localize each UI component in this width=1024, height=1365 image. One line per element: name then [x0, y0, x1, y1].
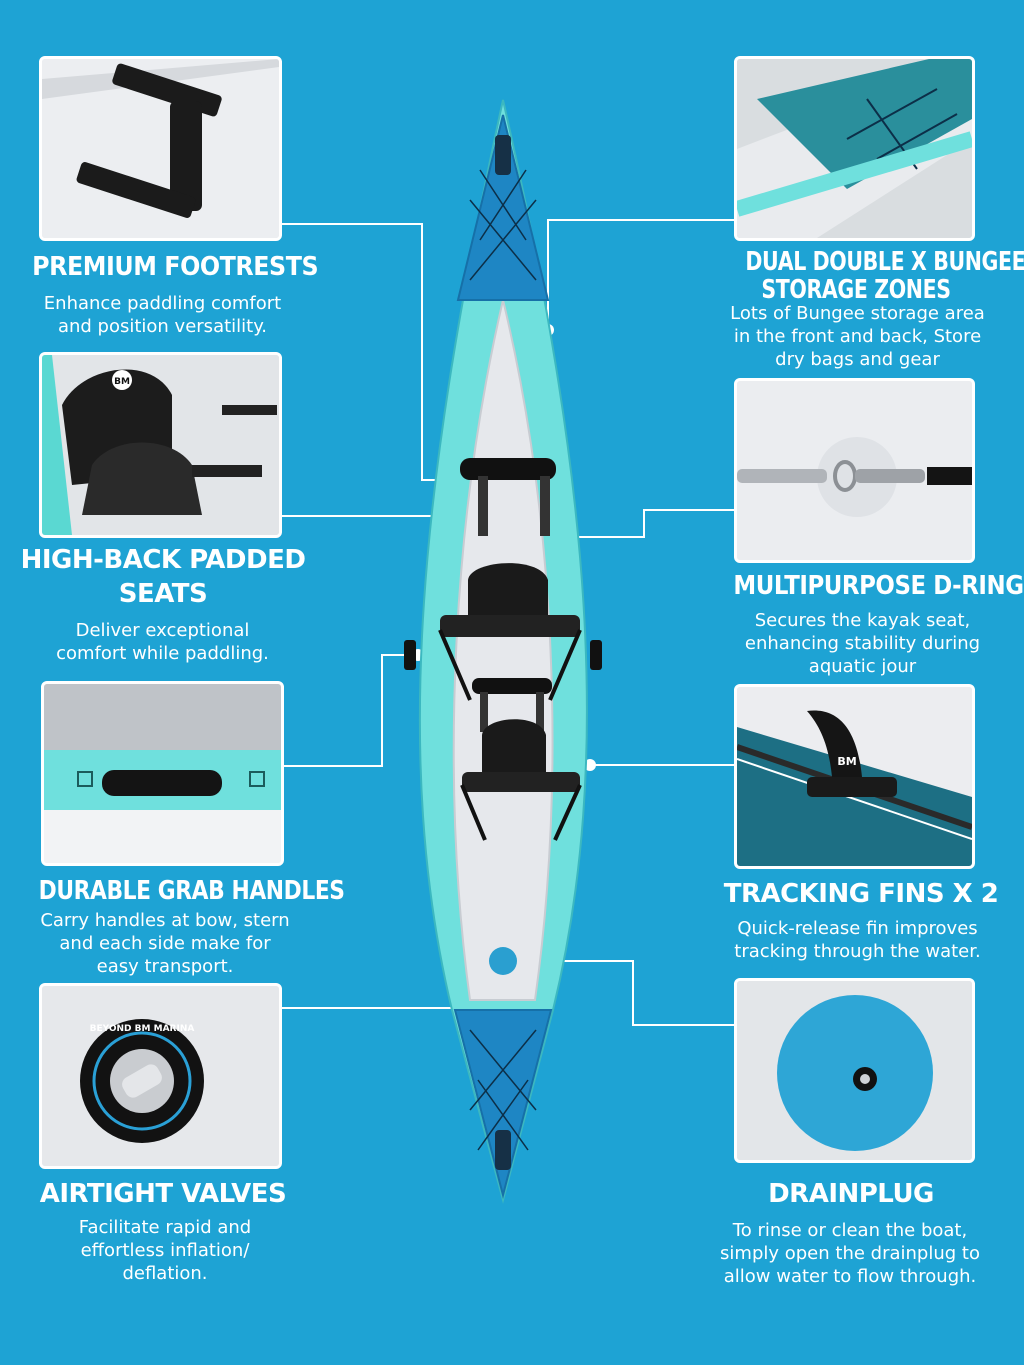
fins-description: Quick-release fin improves tracking thro…	[734, 918, 981, 962]
bungee-heading-line1: DUAL DOUBLE X BUNGEE	[745, 247, 1024, 277]
bungee-description: Lots of Bungee storage area in the front…	[730, 303, 985, 370]
bungee-heading-line2: STORAGE ZONES	[761, 275, 951, 306]
seats-description: Deliver exceptional comfort while paddli…	[56, 620, 269, 664]
d-ring-heading: MULTIPURPOSE D-RING	[733, 571, 1024, 601]
bow-deck	[456, 114, 550, 301]
d-ring-description: Secures the kayak seat, enhancing stabil…	[744, 610, 981, 677]
valves-description: Facilitate rapid and effortless inflatio…	[78, 1217, 252, 1284]
drainplug-description: To rinse or clean the boat, simply open …	[720, 1220, 980, 1287]
footrests-heading: PREMIUM FOOTRESTS	[32, 252, 319, 282]
seats-heading: HIGH-BACK PADDED SEATS	[20, 546, 306, 608]
valve-ring-text: BEYOND BM MARINA	[90, 1024, 195, 1034]
grab-handles-description: Carry handles at bow, stern and each sid…	[40, 910, 290, 977]
seat-logo-text: BM	[114, 377, 130, 387]
seats-heading-line2: SEATS	[118, 579, 208, 610]
bungee-heading: DUAL DOUBLE X BUNGEE STORAGE ZONES	[745, 247, 1024, 306]
kayak-footrest-rear	[472, 678, 552, 732]
stern-deck	[453, 1009, 553, 1199]
grab-handles-heading: DURABLE GRAB HANDLES	[38, 876, 345, 906]
fin-logo-text: BM	[837, 755, 856, 768]
footrests-description: Enhance paddling comfort and position ve…	[43, 293, 282, 337]
fin-photo: BM	[734, 684, 975, 869]
kayak-drainplug	[489, 947, 517, 975]
grab-handle-photo	[41, 681, 284, 866]
kayak-side-handle	[404, 640, 416, 670]
valves-heading: AIRTIGHT VALVES	[39, 1179, 287, 1209]
d-ring-photo	[734, 378, 975, 563]
kayak-footrest-front	[460, 458, 556, 536]
kayak-seat-front	[438, 563, 582, 701]
kayak-side-handle-right	[590, 640, 602, 670]
seat-logo-badge	[112, 370, 132, 390]
drainplug-photo	[734, 978, 975, 1163]
drainplug-heading: DRAINPLUG	[768, 1179, 934, 1209]
seat-photo: BM	[39, 352, 282, 538]
airtight-valve-photo: BEYOND BM MARINA	[39, 983, 282, 1169]
fins-heading: TRACKING FINS X 2	[723, 879, 999, 909]
seats-heading-line1: HIGH-BACK PADDED	[20, 545, 306, 575]
bungee-photo	[734, 56, 975, 241]
footrest-photo	[39, 56, 282, 241]
kayak-seat-rear	[460, 719, 582, 841]
